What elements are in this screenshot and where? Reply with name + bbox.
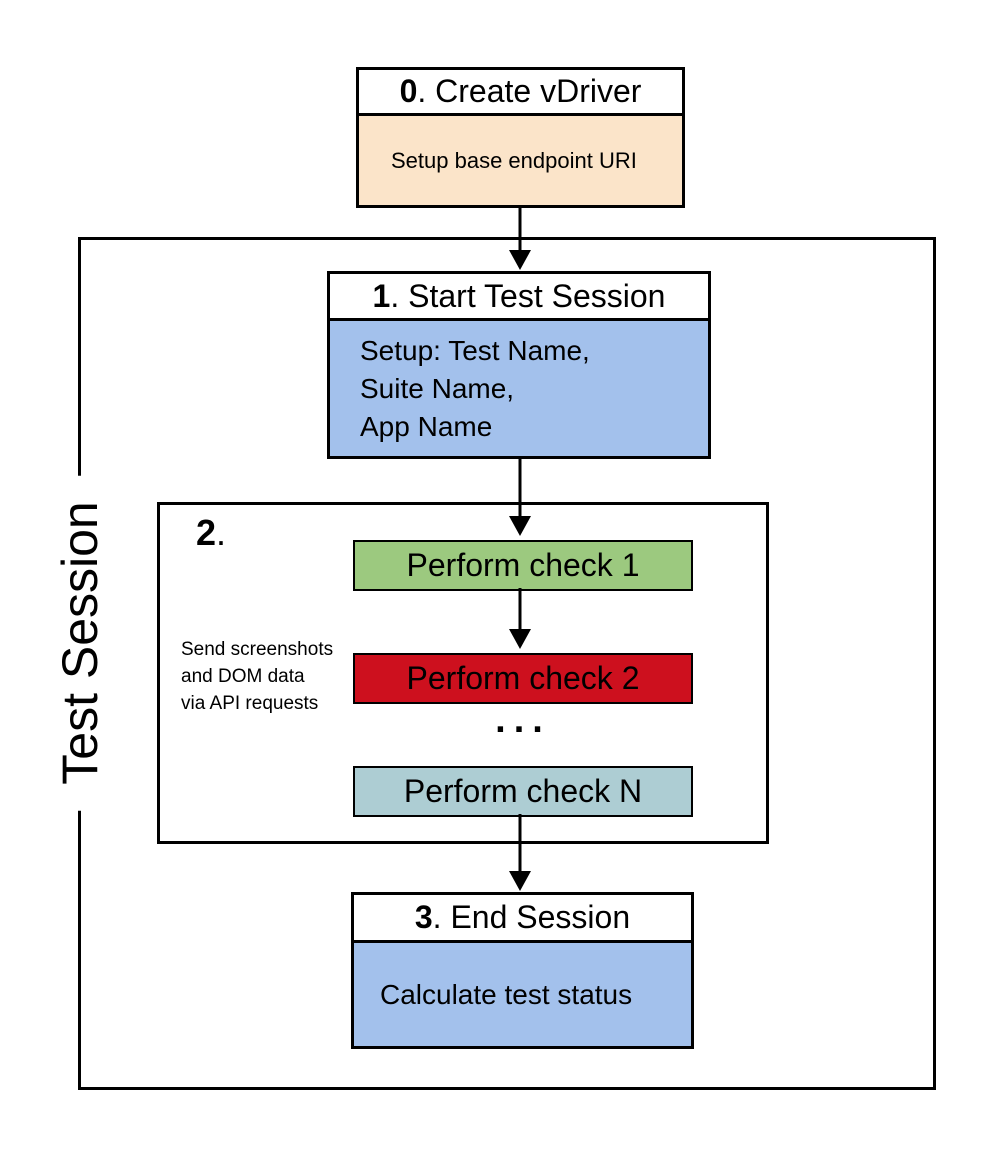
step-3-end-session-box: 3. End Session Calculate test status bbox=[351, 892, 694, 1049]
step-1-header: 1. Start Test Session bbox=[330, 274, 708, 321]
step-1-title: . Start Test Session bbox=[390, 277, 666, 314]
step-1-body: Setup: Test Name, Suite Name, App Name bbox=[330, 321, 708, 456]
step-1-number: 1 bbox=[372, 277, 391, 314]
step-0-body: Setup base endpoint URI bbox=[359, 116, 682, 205]
step-3-number: 3 bbox=[414, 899, 433, 935]
step-3-body: Calculate test status bbox=[354, 943, 691, 1046]
step-2-label: 2. bbox=[196, 515, 226, 551]
step-3-header: 3. End Session bbox=[354, 895, 691, 943]
step-1-start-test-session-box: 1. Start Test Session Setup: Test Name, … bbox=[327, 271, 711, 459]
step-0-title: . Create vDriver bbox=[417, 73, 642, 109]
test-session-label: Test Session bbox=[47, 475, 113, 811]
step-2-number: 2 bbox=[196, 512, 217, 553]
step-2-perform-checks-box: 2. Send screenshots and DOM data via API… bbox=[157, 502, 769, 844]
step-2-side-note: Send screenshots and DOM data via API re… bbox=[181, 639, 334, 714]
perform-check-2-box: Perform check 2 bbox=[353, 653, 693, 704]
step-0-header: 0. Create vDriver bbox=[359, 70, 682, 116]
step-0-create-vdriver-box: 0. Create vDriver Setup base endpoint UR… bbox=[356, 67, 685, 208]
step-0-number: 0 bbox=[399, 73, 418, 109]
perform-check-1-box: Perform check 1 bbox=[353, 540, 693, 591]
perform-check-n-box: Perform check N bbox=[353, 766, 693, 817]
step-2-suffix: . bbox=[216, 512, 227, 553]
step-3-title: . End Session bbox=[432, 899, 631, 935]
checks-ellipsis: ... bbox=[495, 699, 551, 741]
